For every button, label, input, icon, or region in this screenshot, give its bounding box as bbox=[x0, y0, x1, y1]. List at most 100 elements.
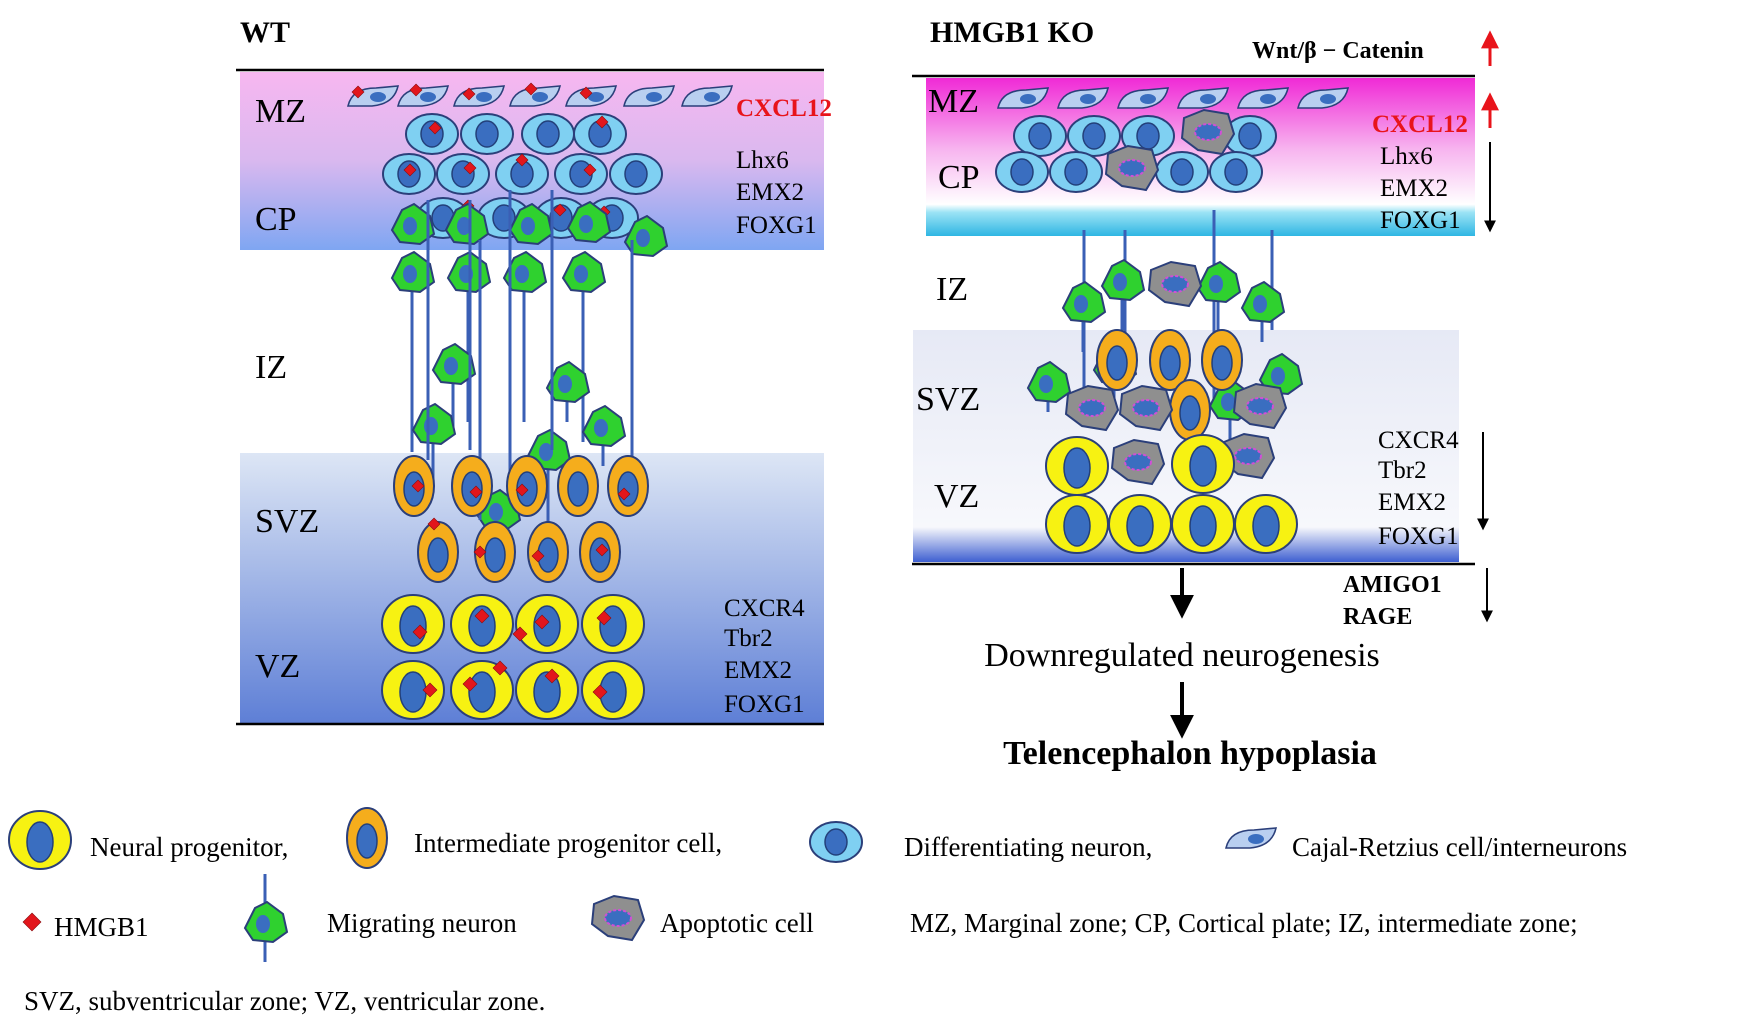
differentiating-neuron-cell bbox=[609, 153, 663, 195]
migrating-neuron-nucleus bbox=[1074, 295, 1088, 313]
legend-icons bbox=[8, 807, 1278, 962]
intermediate-progenitor-cell bbox=[1096, 329, 1138, 391]
cajal-retzius-nucleus bbox=[704, 92, 720, 102]
intermediate-progenitor-nucleus bbox=[567, 471, 589, 507]
wt-marker-emx2b: EMX2 bbox=[724, 657, 792, 684]
hmgb1-marker bbox=[583, 163, 597, 177]
legend-abbrev-1: MZ, Marginal zone; CP, Cortical plate; I… bbox=[910, 908, 1578, 938]
migrating-neuron-nucleus bbox=[424, 417, 438, 435]
cajal-retzius-nucleus bbox=[1260, 94, 1276, 104]
migrating-neuron-nucleus bbox=[403, 217, 417, 235]
neural-progenitor-cell bbox=[1171, 494, 1235, 554]
wt-marker-emx2: EMX2 bbox=[736, 179, 804, 206]
intermediate-progenitor-cell bbox=[506, 455, 548, 517]
cajal-retzius-cell bbox=[1297, 87, 1350, 109]
cajal-retzius-cell bbox=[623, 85, 676, 107]
ko-marker-emx2: EMX2 bbox=[1380, 175, 1448, 202]
hmgb1-marker bbox=[579, 86, 593, 100]
differentiating-neuron-nucleus bbox=[536, 120, 560, 148]
migrating-neuron-cell bbox=[1026, 360, 1072, 412]
migrating-neuron-cell bbox=[502, 250, 548, 422]
cajal-retzius-nucleus bbox=[646, 92, 662, 102]
differentiating-neuron-nucleus bbox=[1238, 122, 1262, 150]
apoptotic-cell-nucleus bbox=[1234, 447, 1262, 465]
neural-progenitor-nucleus bbox=[533, 671, 561, 713]
ko-zone-mz: MZ bbox=[928, 83, 979, 120]
apoptotic-cell bbox=[1118, 384, 1174, 432]
cajal-retzius-cell bbox=[1117, 87, 1170, 109]
intermediate-progenitor-cell bbox=[607, 455, 649, 517]
apoptotic-cell-nucleus bbox=[604, 909, 632, 927]
migrating-neuron-cell bbox=[243, 874, 289, 962]
hmgb1-marker bbox=[463, 161, 477, 175]
hmgb1-marker bbox=[595, 115, 609, 129]
migrating-neuron-nucleus bbox=[1113, 273, 1127, 291]
differentiating-neuron-nucleus bbox=[1136, 122, 1160, 150]
hmgb1-marker bbox=[524, 82, 538, 96]
legend-neural-progenitor: Neural progenitor, bbox=[90, 832, 288, 862]
migrating-neuron-cell bbox=[1061, 280, 1107, 352]
migrating-neuron-nucleus bbox=[403, 265, 417, 283]
intermediate-progenitor-nucleus bbox=[1159, 345, 1181, 381]
neural-progenitor-nucleus bbox=[1126, 505, 1154, 547]
wt-marker-foxg1b: FOXG1 bbox=[724, 691, 805, 718]
neural-progenitor-nucleus bbox=[533, 605, 561, 647]
differentiating-neuron-cell bbox=[1013, 115, 1067, 157]
neural-progenitor-cell bbox=[515, 660, 579, 720]
differentiating-neuron-cell bbox=[1223, 115, 1277, 157]
ko-zone-svz: SVZ bbox=[916, 381, 980, 418]
differentiating-neuron-cell bbox=[1209, 151, 1263, 193]
apoptotic-cell-nucleus bbox=[1132, 399, 1160, 417]
ko-zone-cp: CP bbox=[938, 159, 980, 196]
apoptotic-cell bbox=[1180, 108, 1236, 156]
hmgb1-marker bbox=[469, 485, 483, 499]
hmgb1-marker bbox=[22, 912, 42, 932]
ko-marker-cxcr4: CXCR4 bbox=[1378, 427, 1459, 454]
migrating-neuron-cell bbox=[1100, 258, 1146, 330]
legend-differentiating-neuron: Differentiating neuron, bbox=[904, 832, 1152, 862]
neural-progenitor-cell bbox=[8, 810, 72, 870]
intermediate-progenitor-cell bbox=[346, 807, 388, 869]
hmgb1-marker bbox=[544, 668, 560, 684]
cajal-retzius-nucleus bbox=[532, 92, 548, 102]
ko-outcome-2: Telencephalon hypoplasia bbox=[1003, 735, 1377, 772]
migrating-neuron-cell bbox=[566, 200, 612, 244]
neural-progenitor-cell bbox=[450, 660, 514, 720]
neural-progenitor-nucleus bbox=[399, 605, 427, 647]
migrating-neuron-cell bbox=[581, 404, 627, 466]
hmgb1-marker bbox=[515, 483, 529, 497]
hmgb1-marker bbox=[428, 121, 442, 135]
apoptotic-cell bbox=[1064, 384, 1120, 432]
hmgb1-marker bbox=[403, 163, 417, 177]
intermediate-progenitor-cell bbox=[557, 455, 599, 517]
hmgb1-marker bbox=[473, 545, 487, 559]
intermediate-progenitor-cell bbox=[1169, 379, 1211, 441]
differentiating-neuron-cell bbox=[554, 153, 608, 195]
migrating-neuron-nucleus bbox=[1221, 393, 1235, 411]
migrating-neuron-cell bbox=[390, 250, 436, 452]
hmgb1-marker bbox=[462, 87, 476, 101]
wt-marker-cxcr4: CXCR4 bbox=[724, 595, 805, 622]
differentiating-neuron-cell bbox=[436, 153, 490, 195]
migrating-neuron-nucleus bbox=[457, 217, 471, 235]
migrating-neuron-nucleus bbox=[521, 217, 535, 235]
differentiating-neuron-nucleus bbox=[824, 828, 848, 856]
intermediate-progenitor-cell bbox=[1201, 329, 1243, 391]
intermediate-progenitor-nucleus bbox=[589, 537, 611, 573]
wt-zone-vz: VZ bbox=[255, 648, 300, 685]
migrating-neuron-cell bbox=[390, 202, 436, 246]
apoptotic-cell bbox=[1147, 260, 1203, 308]
hmgb1-marker bbox=[492, 660, 508, 676]
hmgb1-marker bbox=[553, 203, 567, 217]
legend-hmgb1: HMGB1 bbox=[54, 912, 149, 942]
migrating-neuron-nucleus bbox=[1271, 367, 1285, 385]
differentiating-neuron-nucleus bbox=[624, 160, 648, 188]
cajal-retzius-cell bbox=[1177, 87, 1230, 109]
wt-zone-iz: IZ bbox=[255, 349, 287, 386]
hmgb1-marker bbox=[596, 610, 612, 626]
migrating-neuron-cell bbox=[561, 250, 607, 442]
migrating-neuron-nucleus bbox=[579, 215, 593, 233]
hmgb1-marker bbox=[462, 676, 478, 692]
differentiating-neuron-cell bbox=[1067, 115, 1121, 157]
cajal-retzius-cell bbox=[509, 85, 562, 107]
